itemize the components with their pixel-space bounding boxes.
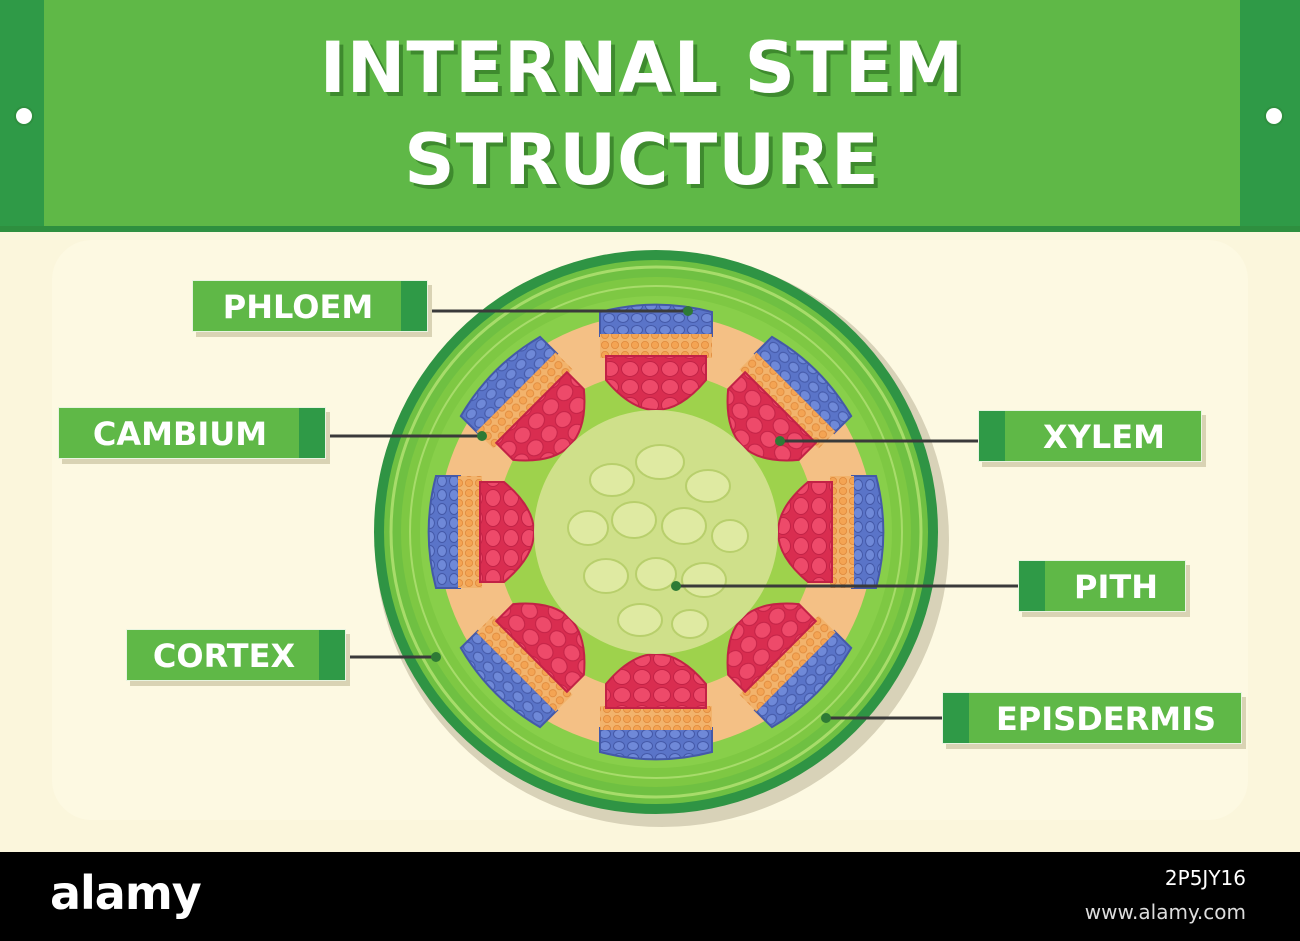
vascular-bundle-2 — [726, 335, 853, 462]
label-cambium-text: CAMBIUM — [92, 415, 268, 453]
label-pith: PITH — [1018, 560, 1186, 612]
vascular-bundle-5 — [599, 653, 713, 761]
label-cortex-text: CORTEX — [152, 637, 296, 675]
label-tab — [401, 281, 427, 331]
label-tab — [299, 408, 325, 458]
pin-left-icon — [14, 106, 34, 126]
label-phloem-text: PHLOEM — [222, 288, 374, 326]
label-epidermis: EPISDERMIS — [942, 692, 1242, 744]
vascular-bundle-4 — [726, 602, 853, 729]
footer-bar: alamy 2P5JY16 www.alamy.com — [0, 852, 1300, 941]
vascular-bundle-6 — [459, 602, 586, 729]
title-line-2: STRUCTURE — [404, 119, 880, 201]
stem-cross-section — [328, 250, 1020, 827]
label-tab — [319, 630, 345, 680]
label-tab — [979, 411, 1005, 461]
label-tab — [1019, 561, 1045, 611]
pith-core — [534, 410, 778, 654]
label-pith-text: PITH — [1074, 568, 1158, 606]
label-xylem-text: XYLEM — [1043, 418, 1165, 456]
title-banner: INTERNAL STEM STRUCTURE — [0, 0, 1300, 232]
vascular-bundle-8 — [459, 335, 586, 462]
label-xylem: XYLEM — [978, 410, 1202, 462]
page-title: INTERNAL STEM STRUCTURE — [44, 22, 1240, 206]
title-line-1: INTERNAL STEM — [319, 27, 965, 109]
vascular-bundle-3 — [777, 475, 885, 589]
image-id: 2P5JY16 — [1164, 866, 1246, 890]
label-cambium: CAMBIUM — [58, 407, 326, 459]
leader-lines — [328, 306, 1020, 723]
site-url: www.alamy.com — [1084, 900, 1246, 924]
banner-edge — [0, 226, 1300, 232]
label-epidermis-text: EPISDERMIS — [995, 700, 1217, 738]
label-cortex: CORTEX — [126, 629, 346, 681]
brand-logo: alamy — [50, 866, 202, 920]
banner-face — [44, 0, 1240, 226]
pin-right-icon — [1264, 106, 1284, 126]
label-phloem: PHLOEM — [192, 280, 428, 332]
vascular-bundle-7 — [427, 475, 535, 589]
label-tab — [943, 693, 969, 743]
